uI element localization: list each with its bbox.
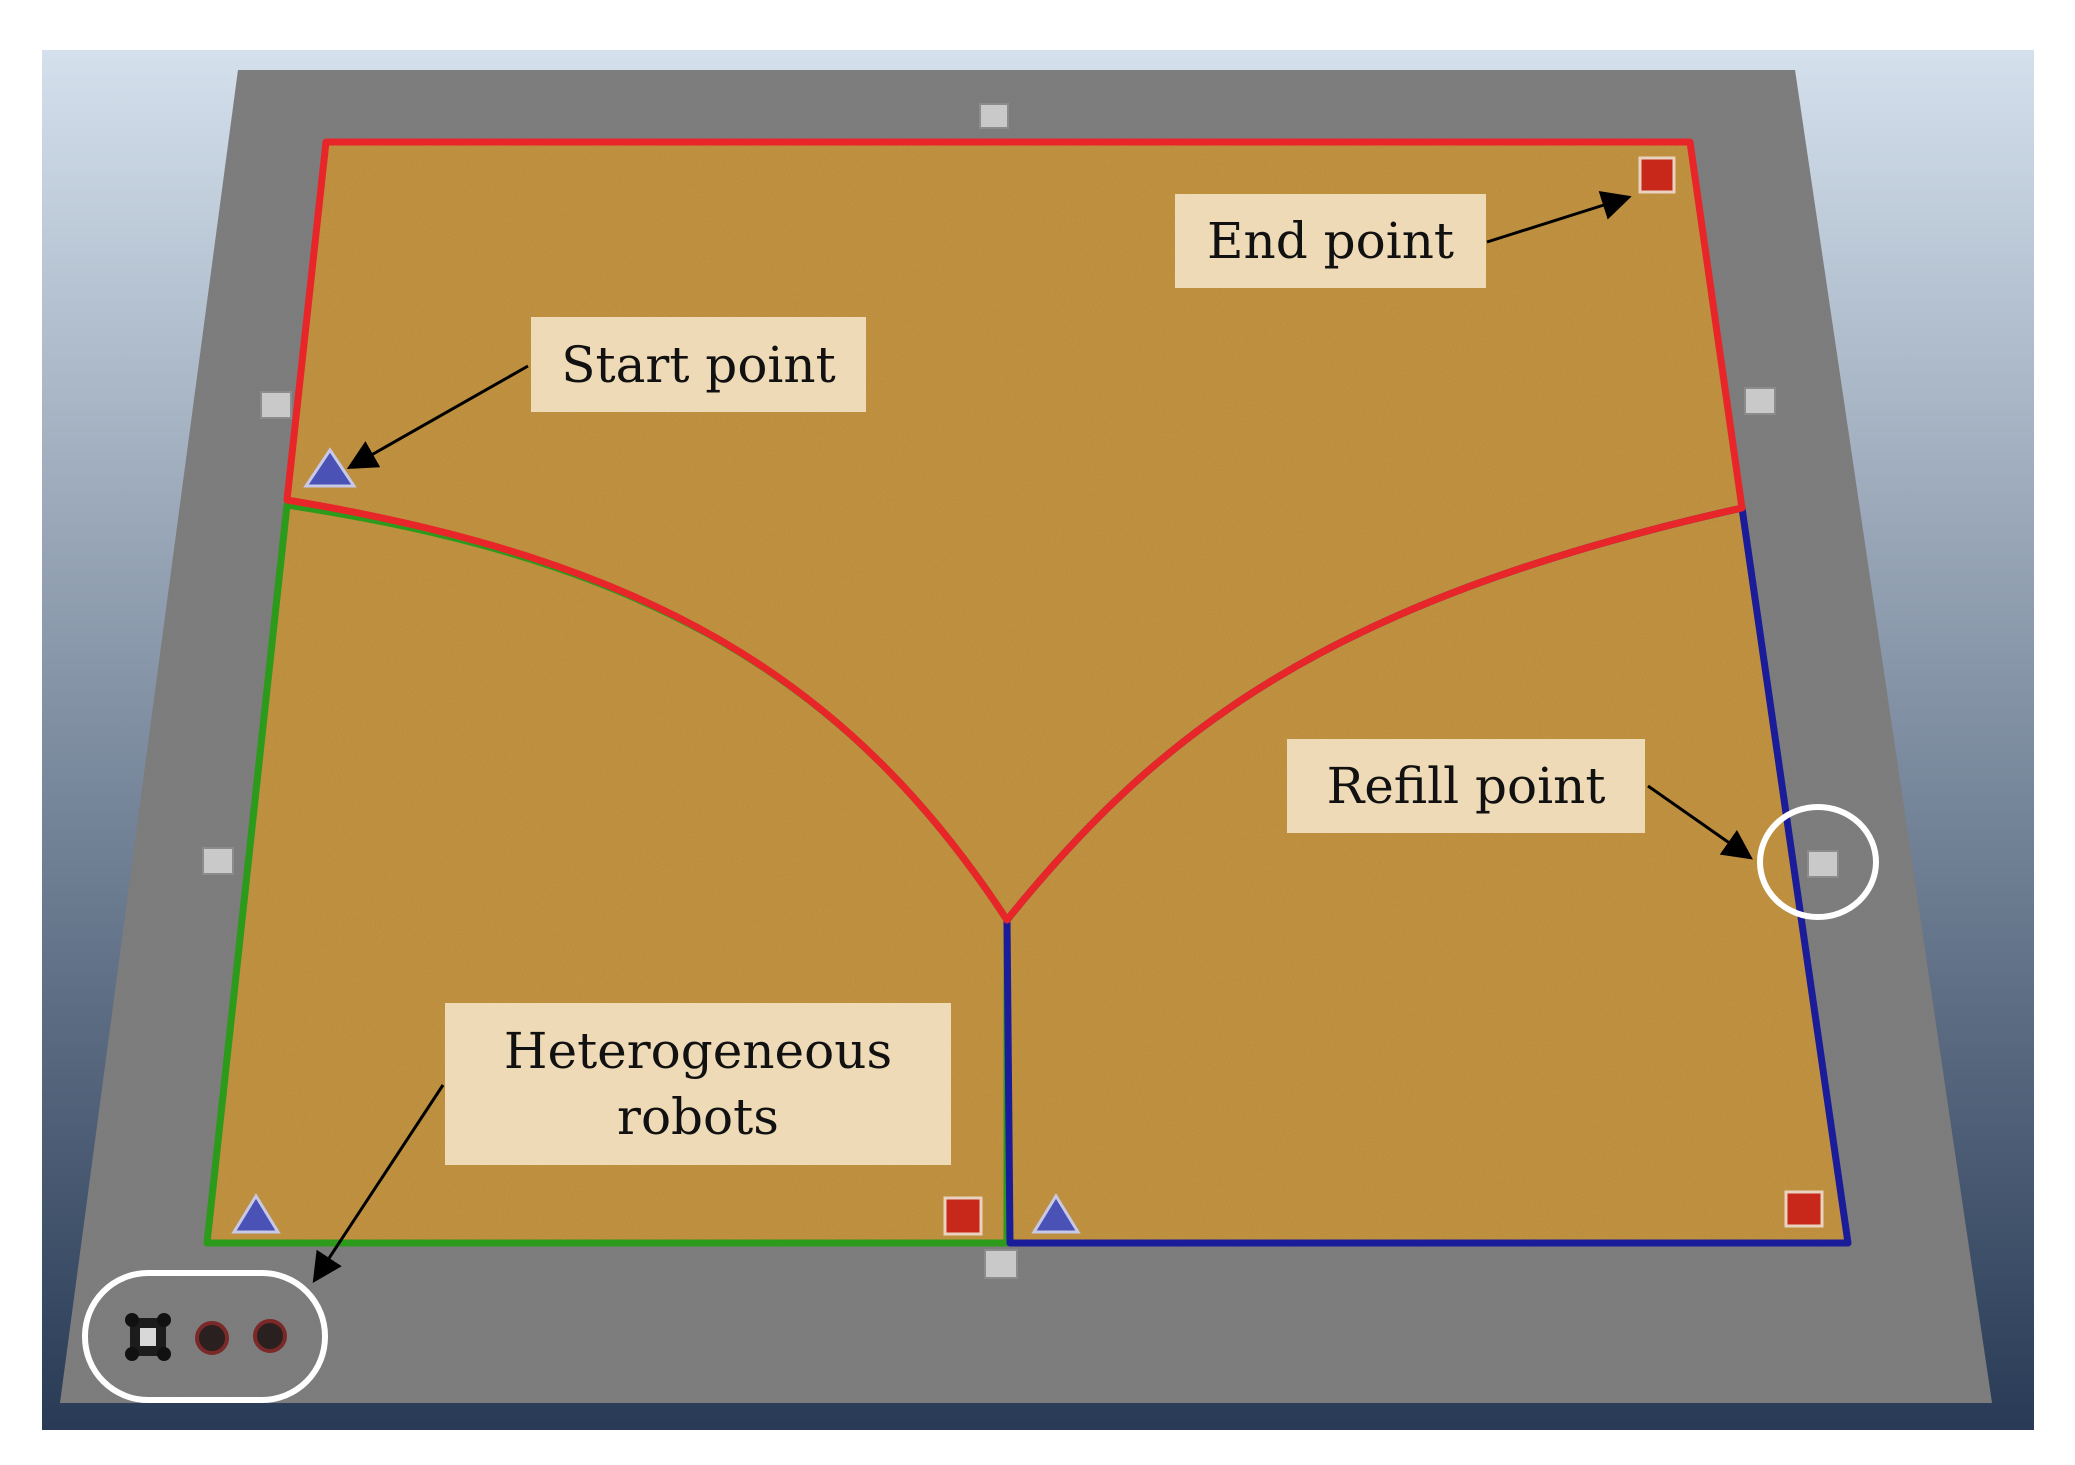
refill-point-label: Refill point <box>1287 739 1645 833</box>
end-square-icon <box>943 1196 983 1236</box>
wheeled-robot-icon <box>195 1321 229 1355</box>
region-top-boundary <box>283 138 1746 924</box>
cube-post-icon <box>984 1249 1018 1279</box>
annotation-arrows <box>312 190 1753 1284</box>
arrow-refill-point <box>1647 784 1753 860</box>
quadcopter-robot-icon <box>125 1313 171 1361</box>
cube-post-icon <box>979 103 1009 129</box>
start-markers <box>231 447 1081 1234</box>
start-triangle-icon <box>1031 1193 1081 1234</box>
end-square-icon <box>1638 156 1676 194</box>
robots-group <box>125 1313 287 1361</box>
robots-label: Heterogeneous robots <box>445 1003 951 1165</box>
end-point-label: End point <box>1175 194 1486 288</box>
end-markers <box>943 156 1824 1236</box>
refill-point-text: Refill point <box>1326 757 1606 815</box>
arrow-start-point <box>346 364 529 469</box>
boundary-posts <box>202 103 1839 1279</box>
start-point-text: Start point <box>561 335 836 394</box>
cube-post-icon <box>1744 387 1776 415</box>
cube-post-icon <box>202 847 234 875</box>
cube-post-icon <box>1807 850 1839 878</box>
cube-post-icon <box>260 391 292 419</box>
arrow-end-point <box>1486 190 1632 244</box>
start-point-label: Start point <box>531 317 866 412</box>
refill-highlight-circle <box>1757 804 1879 920</box>
start-triangle-icon <box>303 447 357 488</box>
robots-text: Heterogeneous robots <box>503 1022 893 1146</box>
field <box>207 142 1848 1243</box>
arrow-robots <box>312 1084 445 1284</box>
robots-highlight-ellipse <box>82 1270 328 1403</box>
start-triangle-icon <box>231 1193 281 1234</box>
wheeled-robot-icon <box>253 1319 287 1353</box>
end-point-text: End point <box>1207 212 1454 270</box>
end-square-icon <box>1784 1190 1824 1228</box>
